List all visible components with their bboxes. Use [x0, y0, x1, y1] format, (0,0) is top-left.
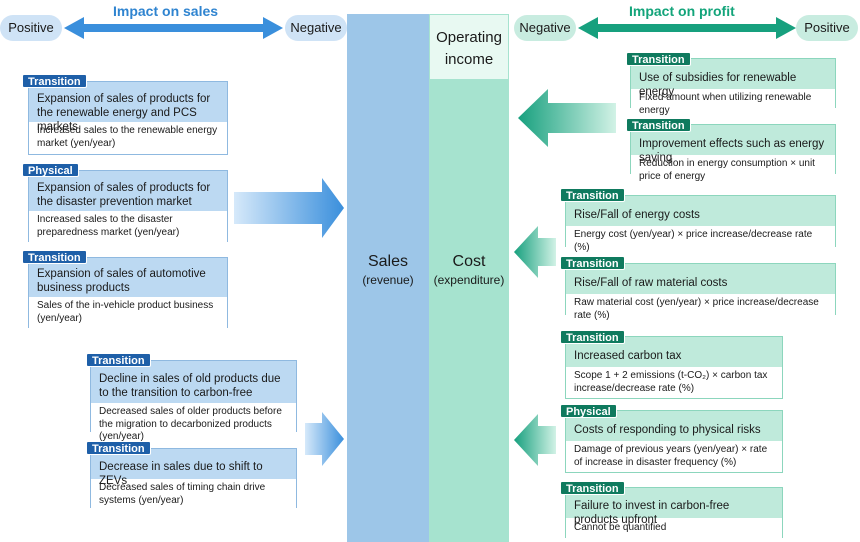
card-detail: Cannot be quantified [566, 518, 782, 538]
sales-subtitle: (revenue) [362, 273, 414, 287]
profit-impact-title: Impact on profit [629, 3, 735, 19]
sales-positive-label: Positive [8, 20, 54, 35]
profit-positive-arrow [518, 89, 616, 147]
card-detail: Fixed amount when utilizing renewable en… [631, 89, 835, 120]
tag-transition: Transition [22, 250, 87, 264]
sales-column [347, 14, 429, 542]
sales-impact-title: Impact on sales [113, 3, 219, 19]
tag-transition: Transition [560, 481, 625, 495]
card-title: Expansion of sales of automotive busines… [29, 258, 227, 297]
tag-physical: Physical [22, 163, 79, 177]
card-carbon-tax: Increased carbon tax Scope 1 + 2 emissio… [565, 336, 783, 399]
card-title: Costs of responding to physical risks [566, 411, 782, 441]
profit-positive-label: Positive [804, 20, 850, 35]
card-old-products-decline: Decline in sales of old products due to … [90, 360, 297, 447]
tag-transition: Transition [560, 330, 625, 344]
operating-income-line2: income [444, 51, 494, 68]
card-detail: Decreased sales of older products before… [91, 403, 296, 447]
card-detail: Increased sales to the disaster prepared… [29, 211, 227, 242]
card-automotive-sales: Expansion of sales of automotive busines… [28, 257, 228, 328]
card-title: Decrease in sales due to shift to ZEVs [91, 449, 296, 487]
card-renewable-subsidies: Use of subsidies for renewable energy Fi… [630, 58, 836, 120]
card-title: Use of subsidies for renewable energy [631, 59, 835, 98]
card-zev-shift: Decrease in sales due to shift to ZEVs D… [90, 448, 297, 510]
card-title: Decline in sales of old products due to … [91, 361, 296, 403]
card-detail: Decreased sales of timing chain drive sy… [91, 479, 296, 510]
tag-transition: Transition [626, 118, 691, 132]
card-detail: Sales of the in-vehicle product business… [29, 297, 227, 328]
card-detail: Increased sales to the renewable energy … [29, 122, 227, 153]
card-disaster-sales: Expansion of sales of products for the d… [28, 170, 228, 242]
profit-double-arrow [578, 17, 796, 39]
sales-double-arrow [64, 17, 283, 39]
card-detail: Energy cost (yen/year) × price increase/… [566, 226, 835, 257]
card-title: Expansion of sales of products for the d… [29, 171, 227, 211]
sales-negative-pill: Negative [285, 15, 347, 41]
sales-negative-arrow [305, 412, 344, 466]
sales-positive-pill: Positive [0, 15, 62, 41]
card-detail: Reduction in energy consumption × unit p… [631, 155, 835, 186]
card-energy-saving: Improvement effects such as energy savin… [630, 124, 836, 186]
cost-label: Cost (expenditure) [429, 252, 509, 288]
tag-transition: Transition [560, 188, 625, 202]
profit-negative-label: Negative [519, 20, 571, 35]
operating-income-line1: Operating [436, 29, 502, 46]
card-detail: Raw material cost (yen/year) × price inc… [566, 294, 835, 325]
card-energy-costs: Rise/Fall of energy costs Energy cost (y… [565, 195, 836, 257]
card-title: Expansion of sales of products for the r… [29, 82, 227, 133]
sales-positive-arrow [234, 178, 344, 238]
cost-change-arrow [514, 226, 556, 278]
cost-subtitle: (expenditure) [433, 273, 505, 287]
profit-positive-pill: Positive [796, 15, 858, 41]
sales-title: Sales [367, 253, 409, 270]
tag-transition: Transition [626, 52, 691, 66]
tag-physical: Physical [560, 404, 617, 418]
sales-label: Sales (revenue) [347, 252, 429, 288]
cost-title: Cost [452, 253, 486, 270]
card-detail: Damage of previous years (yen/year) × ra… [566, 441, 782, 472]
tag-transition: Transition [86, 441, 151, 455]
tag-transition: Transition [560, 256, 625, 270]
card-physical-risk-costs: Costs of responding to physical risks Da… [565, 410, 783, 473]
profit-negative-arrow [514, 414, 556, 466]
card-detail: Scope 1 + 2 emissions (t-CO₂) × carbon t… [566, 367, 782, 398]
profit-negative-pill: Negative [514, 15, 576, 41]
sales-negative-label: Negative [290, 20, 342, 35]
card-title: Improvement effects such as energy savin… [631, 125, 835, 164]
tag-transition: Transition [22, 74, 87, 88]
card-renewable-sales: Expansion of sales of products for the r… [28, 81, 228, 155]
cost-column [429, 14, 509, 542]
operating-income-box: Operating income [429, 14, 509, 80]
tag-transition: Transition [86, 353, 151, 367]
